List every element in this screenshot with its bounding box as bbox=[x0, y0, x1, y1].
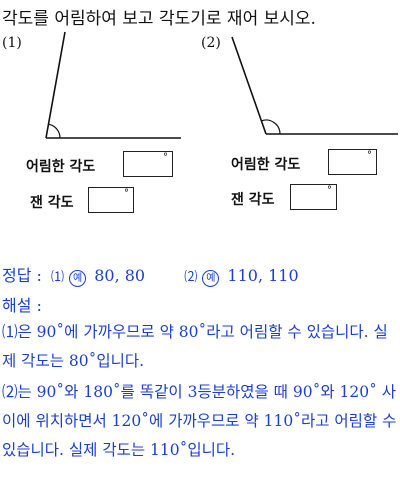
answer-part-1-values: 80, 80 bbox=[94, 266, 146, 285]
angle-2-arc bbox=[261, 119, 281, 135]
angle-figure-1 bbox=[45, 31, 181, 139]
example-mark: 예 bbox=[69, 270, 87, 287]
measure-answer-box-1[interactable]: ° bbox=[88, 187, 134, 213]
angle-2-arm-ray bbox=[231, 36, 267, 135]
estimate-answer-box-1[interactable]: ° bbox=[123, 151, 173, 177]
degree-mark: ° bbox=[327, 185, 332, 196]
instruction-title: 각도를 어림하여 보고 각도기로 재어 보시오. bbox=[2, 9, 316, 29]
degree-mark: ° bbox=[124, 188, 129, 199]
measure-label-2: 잰 각도 bbox=[231, 192, 275, 208]
degree-mark: ° bbox=[367, 150, 372, 161]
estimate-answer-box-2[interactable]: ° bbox=[328, 149, 377, 175]
answer-part-1-number: ⑴ bbox=[51, 270, 65, 285]
example-mark: 예 bbox=[202, 270, 220, 287]
angle-figure-2 bbox=[231, 36, 398, 135]
degree-mark: ° bbox=[163, 152, 168, 163]
answer-line: 정답 : ⑴ 예 80, 80 ⑵ 예 110, 110 bbox=[2, 262, 299, 287]
problem-1-number: (1) bbox=[2, 35, 22, 51]
answer-heading: 정답 : bbox=[2, 266, 42, 285]
answer-part-2-number: ⑵ bbox=[184, 270, 198, 285]
measure-answer-box-2[interactable]: ° bbox=[290, 184, 337, 210]
explanation-paragraph-1: ⑴은 90˚에 가까우므로 약 80˚라고 어림할 수 있습니다. 실제 각도는… bbox=[2, 323, 388, 370]
answer-part-2-values: 110, 110 bbox=[227, 266, 299, 285]
measure-label-1: 잰 각도 bbox=[30, 195, 74, 211]
explanation-paragraph-2: ⑵는 90˚와 180˚를 똑같이 3등분하였을 때 90˚와 120˚ 사이에… bbox=[2, 383, 397, 459]
angle-figures bbox=[45, 31, 398, 139]
angle-1-arc bbox=[48, 123, 61, 139]
estimate-label-2: 어림한 각도 bbox=[231, 157, 301, 173]
explanation-heading: 해설 : bbox=[2, 296, 42, 315]
angle-1-arm-ray bbox=[45, 31, 66, 139]
estimate-label-1: 어림한 각도 bbox=[26, 159, 96, 175]
problem-2-number: (2) bbox=[201, 35, 221, 51]
